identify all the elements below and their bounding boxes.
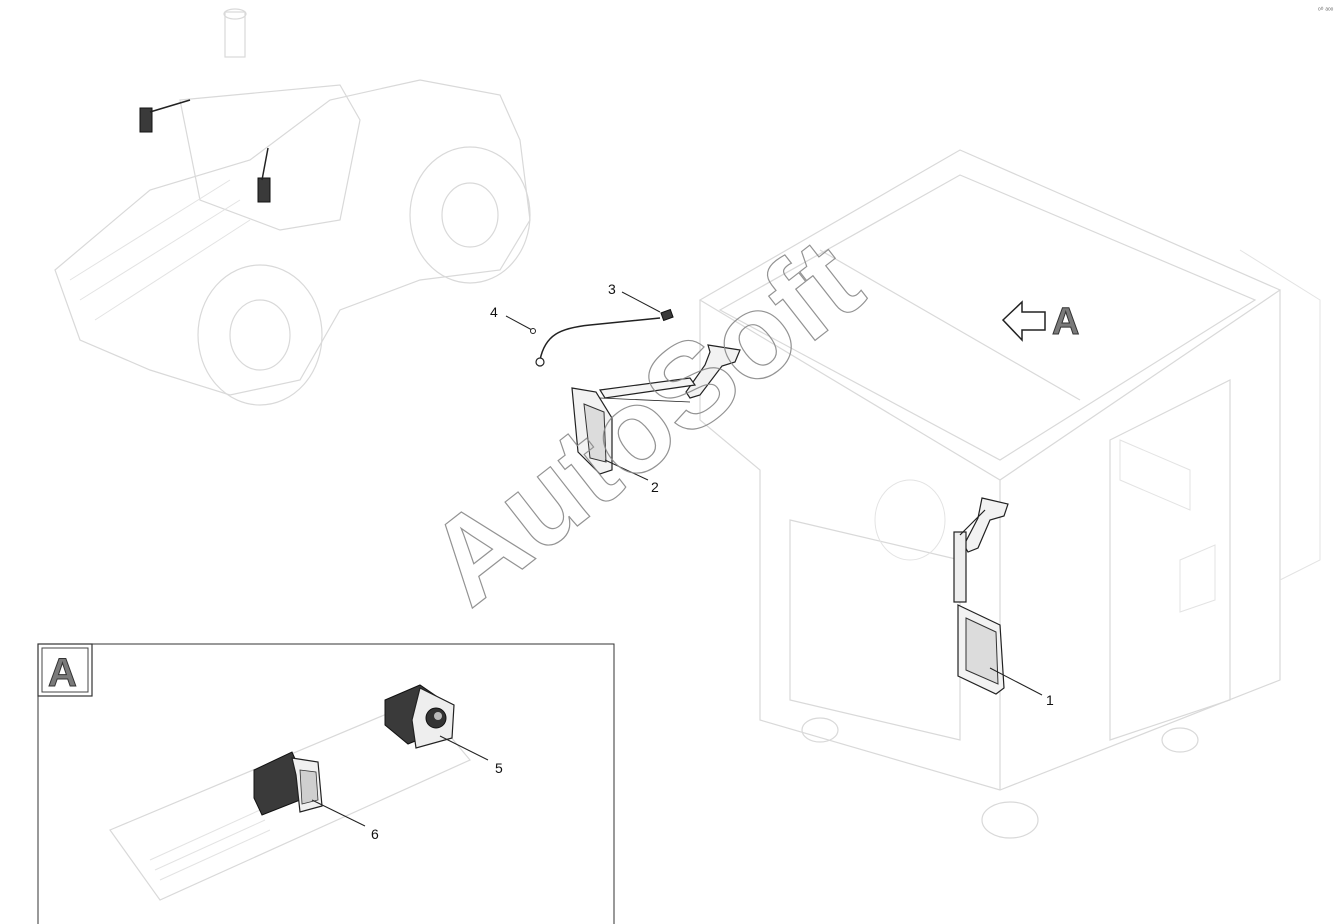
tractor-right-mirror-icon <box>257 177 271 203</box>
screw <box>505 315 536 334</box>
callout-6: 6 <box>371 826 379 842</box>
cable-harness <box>535 291 674 367</box>
rocker-switch <box>253 751 366 827</box>
view-marker-label: A <box>1052 301 1079 343</box>
left-mirror-assembly <box>571 344 741 481</box>
callout-2: 2 <box>651 479 659 495</box>
callout-4: 4 <box>490 304 498 320</box>
callout-1: 1 <box>1046 692 1054 708</box>
tractor-overview <box>54 8 531 406</box>
inset-label: A <box>48 651 77 695</box>
corner-mark: ᵒ⁰ ᵃᵒᵒ <box>1318 6 1334 14</box>
callout-5: 5 <box>495 760 503 776</box>
watermark: AutoSoft <box>404 213 886 630</box>
left-arrow-icon <box>1001 300 1046 342</box>
callout-3: 3 <box>608 281 616 297</box>
view-a-marker: A <box>1001 300 1080 344</box>
right-mirror-assembly <box>953 497 1043 696</box>
inset-panel: A <box>37 643 615 924</box>
tractor-left-mirror-icon <box>139 107 153 133</box>
cab-outline <box>698 149 1321 839</box>
rotary-switch <box>384 684 489 761</box>
